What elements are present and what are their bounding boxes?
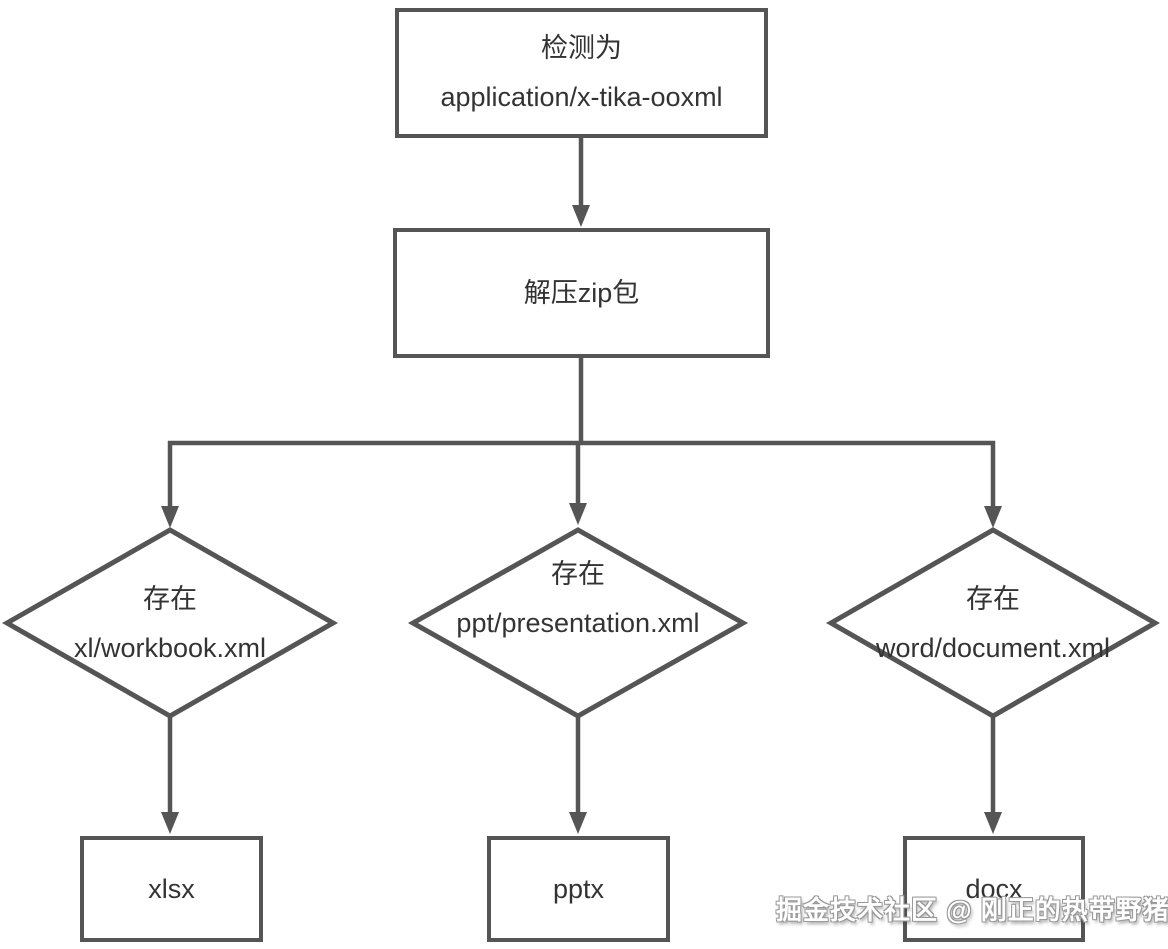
node-result-pptx-label: pptx	[552, 873, 605, 904]
label-check-docx: 存在 word/document.xml	[833, 575, 1153, 673]
watermark: 掘金技术社区 @ 刚正的热带野猪	[776, 895, 1168, 925]
diamond-check-docx	[825, 527, 1161, 719]
branch-to-pptx-head	[569, 503, 587, 525]
node-detect-type: 检测为 application/x-tika-ooxml	[395, 8, 768, 138]
node-result-xlsx: xlsx	[80, 836, 263, 942]
node-detect-line1: 检测为	[541, 33, 622, 63]
label-check-xlsx-line1: 存在	[143, 584, 197, 614]
node-result-pptx: pptx	[487, 836, 670, 942]
label-check-docx-line2: word/document.xml	[875, 633, 1111, 663]
branch-to-xlsx-head	[161, 506, 179, 528]
label-check-xlsx: 存在 xl/workbook.xml	[10, 575, 330, 673]
node-unzip: 解压zip包	[393, 228, 770, 358]
arrow-pptx-head	[569, 812, 587, 834]
label-check-pptx-line2: ppt/presentation.xml	[456, 608, 700, 638]
node-result-docx: docx	[903, 836, 1085, 942]
arrow-docx-head	[984, 812, 1002, 834]
diamond-check-xlsx	[1, 527, 339, 719]
arrow-detect-to-unzip-head	[572, 205, 590, 227]
label-check-pptx: 存在 ppt/presentation.xml	[418, 550, 738, 648]
node-result-docx-label: docx	[965, 873, 1023, 904]
arrow-xlsx-head	[161, 812, 179, 834]
node-unzip-label: 解压zip包	[523, 277, 640, 308]
node-result-xlsx-label: xlsx	[148, 873, 195, 904]
diamond-check-pptx	[407, 527, 749, 719]
label-check-pptx-line1: 存在	[551, 559, 605, 589]
label-check-xlsx-line2: xl/workbook.xml	[73, 633, 267, 663]
node-detect-line2: application/x-tika-ooxml	[440, 82, 723, 112]
branch-to-docx-head	[984, 506, 1002, 528]
label-check-docx-line1: 存在	[966, 584, 1020, 614]
